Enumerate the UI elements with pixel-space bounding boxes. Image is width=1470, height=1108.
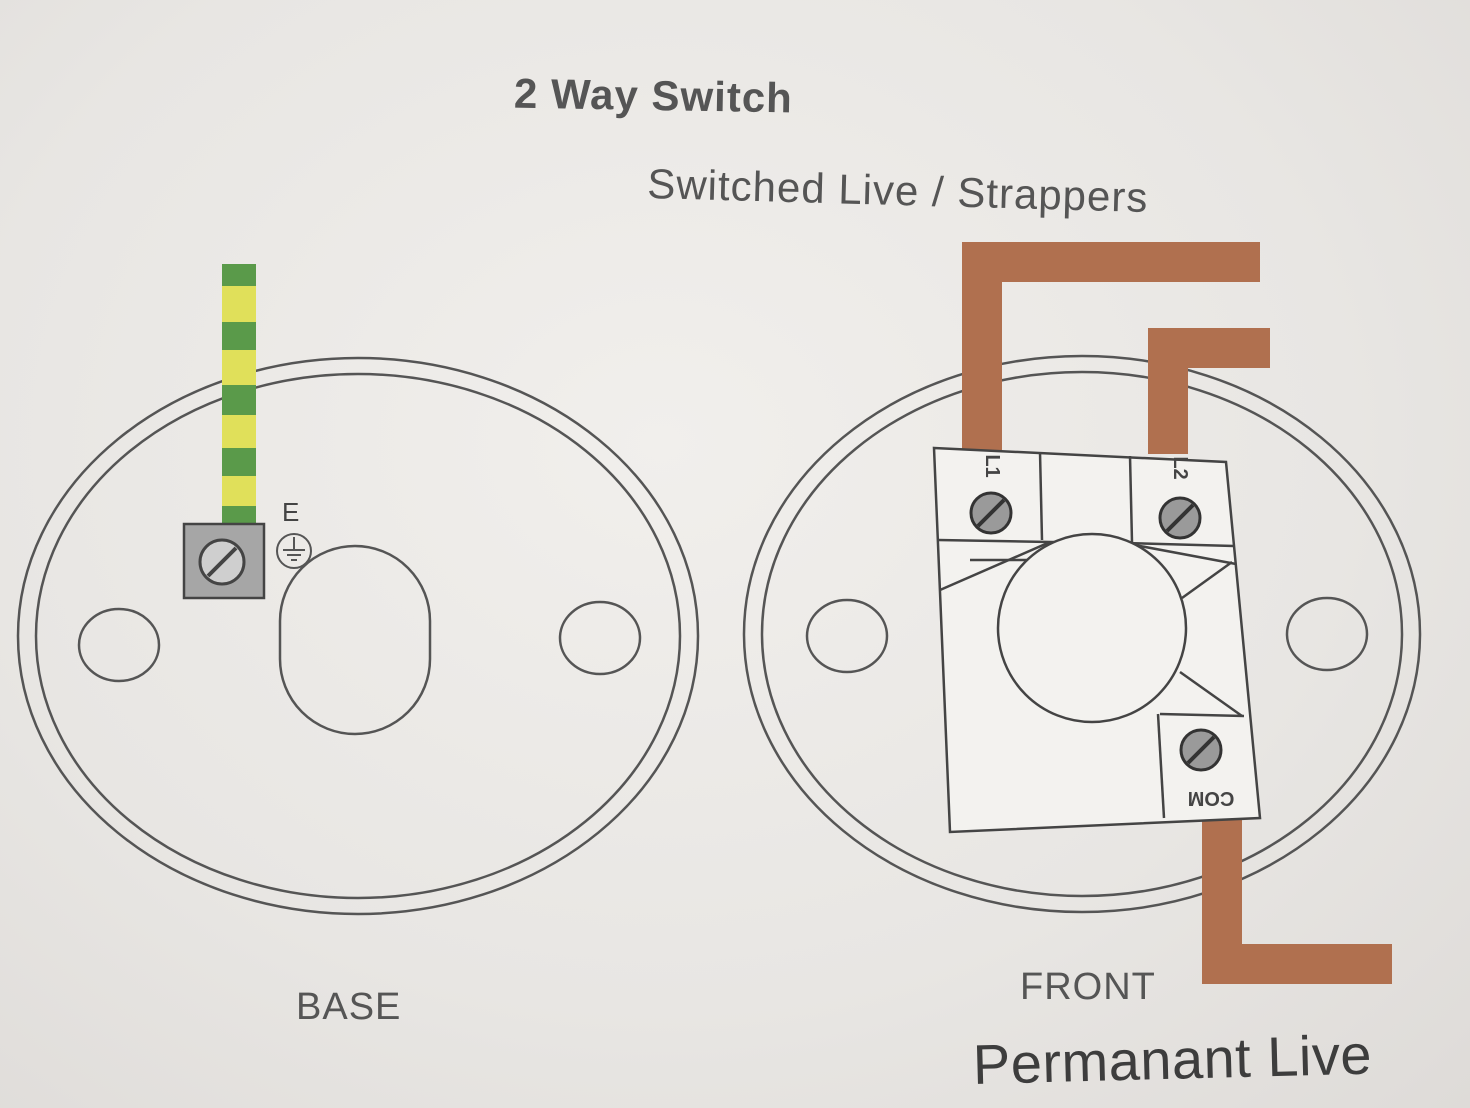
earth-symbol-icon <box>276 533 312 569</box>
base-label: BASE <box>296 986 402 1028</box>
l2-label: L2 <box>1169 456 1191 479</box>
front-inner-ring <box>760 370 1404 898</box>
permanent-live-label: Permanant Live <box>972 1022 1373 1096</box>
l2-terminal: L2 <box>1158 456 1202 540</box>
l1-label: L1 <box>981 454 1003 477</box>
base-left-screw-hole <box>77 607 161 683</box>
switch-pivot-circle <box>996 532 1188 724</box>
base-right-screw-hole <box>558 600 642 676</box>
front-outer-ring <box>742 354 1422 914</box>
earth-terminal <box>182 522 266 600</box>
com-terminal: COM <box>1179 728 1235 809</box>
earth-label: E <box>282 497 299 527</box>
l1-terminal: L1 <box>969 454 1013 535</box>
front-left-screw-hole <box>805 598 889 674</box>
permanent-live-wire <box>1202 818 1392 984</box>
base-cable-entry-slot <box>278 544 432 736</box>
base-inner-ring <box>34 372 682 900</box>
earth-wire <box>222 264 256 526</box>
strapper-wires <box>962 242 1270 454</box>
base-plate <box>16 356 700 916</box>
front-plate <box>742 354 1422 914</box>
switch-mechanism <box>932 446 1262 834</box>
front-label: FRONT <box>1020 966 1156 1008</box>
front-right-screw-hole <box>1285 596 1369 672</box>
base-outer-ring <box>16 356 700 916</box>
com-label: COM <box>1188 787 1235 809</box>
